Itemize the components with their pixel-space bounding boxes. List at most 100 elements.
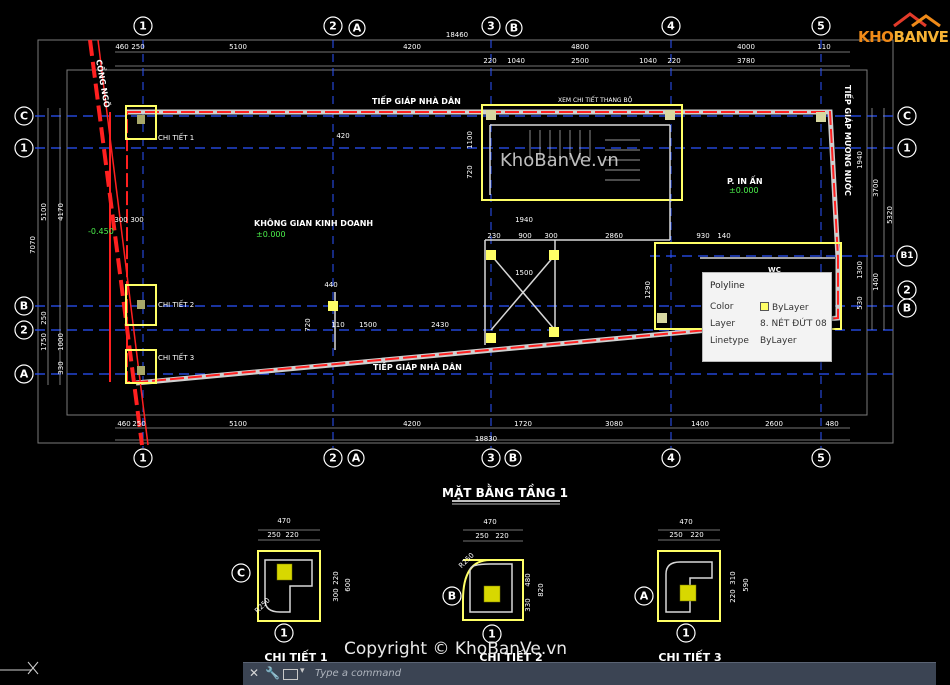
detail1-dim-250: 250 — [267, 531, 280, 539]
detail2-title: CHI TIẾT 2 — [479, 649, 542, 664]
label-wc: WC — [768, 266, 781, 274]
label-room-business: KHÔNG GIAN KINH DOANH — [254, 217, 373, 228]
dim-left-7070: 7070 — [29, 236, 37, 254]
detail1-grid-bubble: C — [237, 567, 245, 580]
detail2-dim-330: 330 — [524, 598, 532, 611]
label-top-wall: TIẾP GIÁP NHÀ DÂN — [372, 94, 461, 106]
grid-label-right-b: B — [903, 302, 911, 315]
dim-left-4170: 4170 — [57, 203, 65, 221]
detail2-grid-bubble-bottom: 1 — [488, 628, 496, 641]
dim-int-300: 300 — [544, 232, 557, 240]
grid-label-bottom-4: 4 — [667, 452, 675, 465]
dim-top-460: 460 — [115, 43, 128, 51]
dim-left-250: 250 — [40, 311, 48, 324]
grid-label-left-2: 2 — [20, 324, 28, 337]
label-side-drain: TIẾP GIÁP MƯƠNG NƯỚC — [843, 85, 855, 196]
detail3-dim-310: 310 — [729, 571, 737, 584]
detail3-dim-220v: 220 — [729, 589, 737, 602]
detail1-title: CHI TIẾT 1 — [264, 649, 327, 664]
grid-label-bottom-5: 5 — [817, 452, 825, 465]
grid-label-top-2: 2 — [329, 20, 337, 33]
dim-left-5100: 5100 — [40, 203, 48, 221]
dim-int-1100: 1100 — [466, 131, 474, 149]
grid-lines-horizontal — [35, 115, 895, 375]
dim-top-110: 110 — [817, 43, 830, 51]
dim-bot-250: 250 — [132, 420, 145, 428]
dim-left-330: 330 — [57, 361, 65, 374]
tooltip-value-linetype: ByLayer — [760, 336, 797, 346]
command-input[interactable] — [315, 666, 915, 681]
dim-top-4800: 4800 — [571, 43, 589, 51]
detail3-grid-bubble: A — [640, 590, 649, 603]
watermark-bottom: Copyright © KhoBanVe.vn — [344, 639, 568, 659]
properties-tooltip: Polyline Color ByLayer Layer 8. NÉT ĐỨT … — [702, 272, 832, 362]
detail-3-drawing: 470 250 220 310 220 590 A 1 CHI TIẾT 3 — [634, 518, 750, 666]
detail3-title: CHI TIẾT 3 — [658, 649, 721, 664]
dim-int-2430: 2430 — [431, 321, 449, 329]
tooltip-key-layer: Layer — [710, 319, 736, 329]
grid-bubbles-top[interactable]: 1 2 A 3 B 4 5 — [133, 16, 831, 37]
stair-treads — [529, 130, 640, 181]
detail3-dim-590: 590 — [742, 578, 750, 591]
detail3-dim-220: 220 — [690, 531, 703, 539]
ucs-icon — [0, 661, 39, 675]
label-room-print-level: ±0.000 — [729, 186, 759, 195]
label-detail-1: CHI TIẾT 1 — [158, 132, 194, 142]
dim-right-530: 530 — [856, 296, 864, 309]
detail2-dim-220: 220 — [495, 532, 508, 540]
bottom-dimensions: 460 250 5100 4200 1720 3080 1400 2600 48… — [117, 420, 838, 443]
grid-label-top-5: 5 — [817, 20, 825, 33]
dim-int-1500: 1500 — [515, 269, 533, 277]
grid-bubbles-right[interactable]: C 1 B1 2 B — [896, 106, 918, 318]
close-icon[interactable]: ✕ — [249, 666, 260, 680]
label-cong-ngo: CỔNG NGÕ — [94, 58, 114, 108]
interior-dimensions: 420 1940 1100 720 230 900 300 2860 930 1… — [114, 131, 730, 332]
grid-bubbles-bottom[interactable]: 1 2 A 3 B 4 5 — [133, 448, 831, 468]
dim-right-1940: 1940 — [856, 151, 864, 169]
label-detail-3: CHI TIẾT 3 — [158, 352, 194, 362]
command-line[interactable]: ✕ 🔧 ▾ — [243, 662, 936, 685]
khobanve-logo — [893, 12, 941, 28]
top-dimensions: 460 250 5100 4200 4800 4000 110 18460 22… — [115, 31, 830, 65]
dim-top-5100: 5100 — [229, 43, 247, 51]
dim-bot-480: 480 — [825, 420, 838, 428]
grid-label-left-b: B — [20, 300, 28, 313]
dim-int-900: 900 — [518, 232, 531, 240]
dim-left-1000: 1000 — [57, 333, 65, 351]
label-bottom-wall: TIẾP GIÁP NHÀ DÂN — [373, 360, 462, 372]
dim-bot-1720: 1720 — [514, 420, 532, 428]
dim-int-720: 720 — [466, 165, 474, 178]
grid-label-top-a: A — [353, 22, 362, 35]
dim-top-total: 18460 — [446, 31, 468, 39]
plan-detail-columns — [137, 115, 145, 375]
grid-label-top-3: 3 — [487, 20, 495, 33]
grid-label-left-1: 1 — [20, 142, 28, 155]
dim-int-140: 140 — [717, 232, 730, 240]
chevron-down-icon[interactable]: ▾ — [300, 666, 305, 676]
dim-int-1500b: 1500 — [359, 321, 377, 329]
grid-label-bottom-1: 1 — [139, 452, 147, 465]
detail1-grid-bubble-bottom: 1 — [280, 627, 288, 640]
detail1-dim-220: 220 — [285, 531, 298, 539]
detail3-dim-470: 470 — [679, 518, 692, 526]
right-dimensions: 1940 3700 5320 1300 1400 530 — [856, 151, 894, 310]
wrench-icon[interactable]: 🔧 — [265, 666, 280, 680]
command-prompt-icon[interactable] — [283, 669, 298, 680]
dim-right-5320: 5320 — [886, 206, 894, 224]
dim-right-1400: 1400 — [872, 273, 880, 291]
dim-int-300b: 300 — [130, 216, 143, 224]
grid-label-bottom-3: 3 — [487, 452, 495, 465]
grid-label-bottom-a: A — [352, 452, 361, 465]
dim-int-230: 230 — [487, 232, 500, 240]
grid-label-right-2: 2 — [903, 284, 911, 297]
dim-top2-3780: 3780 — [737, 57, 755, 65]
grid-bubbles-left[interactable]: C 1 B 2 A — [14, 106, 34, 384]
grid-label-right-b1: B1 — [900, 251, 913, 261]
tooltip-value-layer: 8. NÉT ĐỨT 08 — [760, 319, 827, 329]
logo-wordmark: KHOBANVE — [858, 28, 949, 46]
plan-title-group: MẶT BẰNG TẦNG 1 — [442, 483, 568, 505]
detail-1-drawing: 470 250 220 220 300 600 R250 C 1 CHI TIẾ… — [231, 517, 352, 666]
detail-2-drawing: 470 250 220 480 330 820 R250 B 1 CHI TIẾ… — [442, 518, 545, 664]
dim-int-420: 420 — [336, 132, 349, 140]
